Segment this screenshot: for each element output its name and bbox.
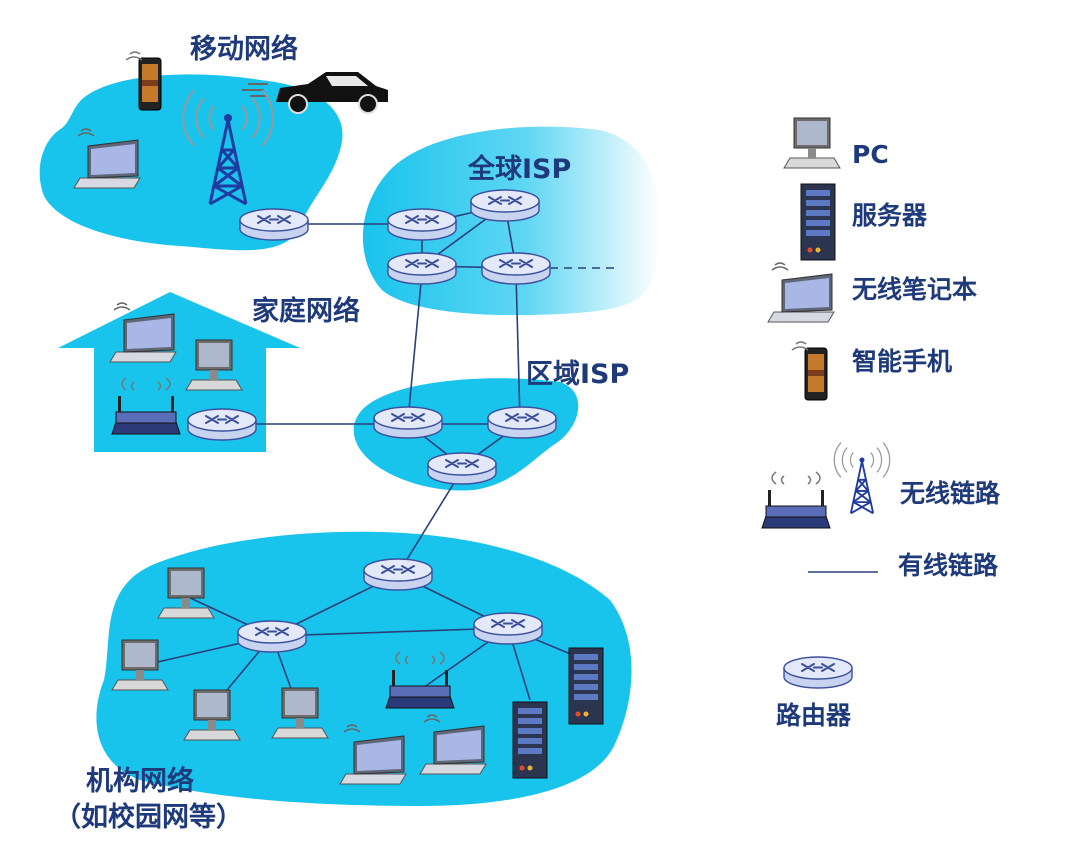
- router-global-4: [481, 252, 551, 285]
- legend-access-point-icon: [761, 471, 831, 529]
- legend-router-label: 路由器: [776, 701, 852, 730]
- router-global-3: [387, 252, 457, 285]
- router-regional-2: [487, 406, 557, 439]
- router-inst-1: [363, 558, 433, 591]
- legend-wired-link-label: 有线链路: [898, 551, 999, 580]
- legend-laptop-icon: [767, 262, 835, 323]
- router-global-2: [470, 189, 540, 222]
- regional-isp-label: 区域ISP: [526, 359, 629, 390]
- router-global-1: [387, 208, 457, 241]
- legend-server-label: 服务器: [852, 201, 928, 230]
- legend-pc-label: PC: [852, 140, 889, 169]
- router-regional-1: [373, 406, 443, 439]
- legend-router-icon: [783, 656, 853, 689]
- router-mobile: [239, 208, 309, 241]
- legend-laptop-label: 无线笔记本: [852, 275, 977, 304]
- legend-phone-icon: [791, 341, 828, 401]
- legend-pc-icon: [783, 117, 841, 169]
- legend-tower-icon: [833, 441, 891, 515]
- legend-wireless-link-label: 无线链路: [900, 479, 1001, 508]
- legend-phone-label: 智能手机: [852, 347, 952, 376]
- legend: PC 服务器 无线笔记本 智能手机 无线链路 有线链路 路由器: [761, 117, 1001, 730]
- router-regional-3: [427, 452, 497, 485]
- institution-network-sublabel: （如校园网等）: [54, 801, 243, 833]
- mobile-network-cloud: [39, 74, 343, 251]
- home-network-label: 家庭网络: [252, 295, 360, 327]
- inst-server-icon: [512, 701, 548, 779]
- router-home: [187, 408, 257, 441]
- mobile-network-label: 移动网络: [190, 33, 298, 65]
- legend-server-icon: [800, 183, 836, 261]
- institution-network-label: 机构网络: [86, 765, 194, 797]
- router-inst-2: [237, 620, 307, 653]
- inst-server-icon: [568, 647, 604, 725]
- global-isp-label: 全球ISP: [467, 153, 571, 185]
- router-inst-3: [473, 612, 543, 645]
